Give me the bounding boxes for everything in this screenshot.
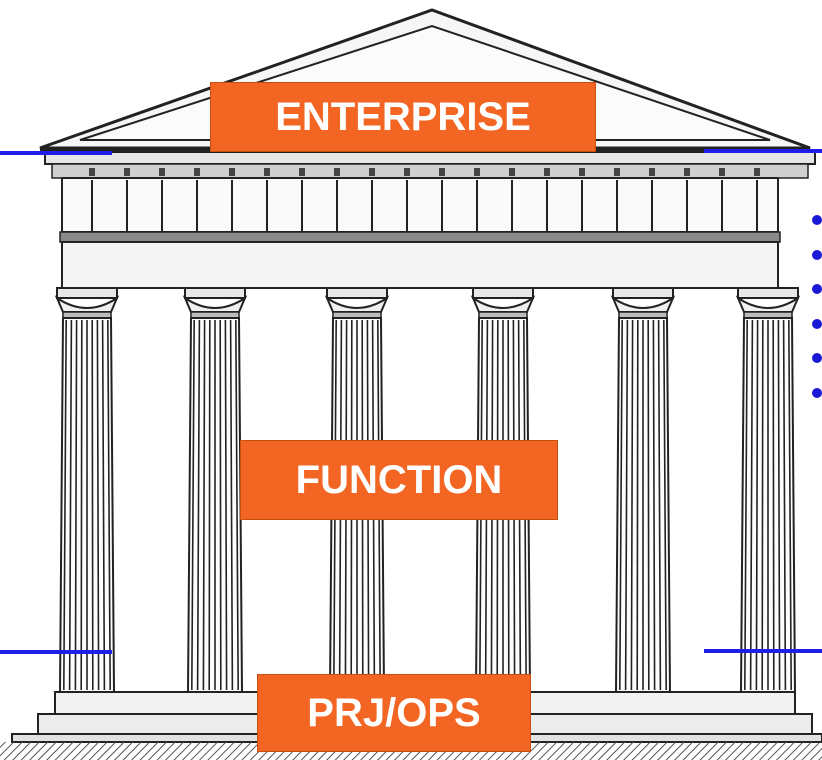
bullet-dot xyxy=(812,387,822,398)
prj-ops-label: PRJ/OPS xyxy=(257,674,531,752)
column xyxy=(182,287,248,693)
bullet-dot xyxy=(812,215,822,225)
level-dividers xyxy=(0,149,822,654)
bullet-dot xyxy=(812,318,822,329)
bullet-dot xyxy=(812,249,822,260)
column xyxy=(54,287,120,693)
entablature xyxy=(44,151,816,289)
column xyxy=(610,287,676,693)
bullet-dot xyxy=(812,353,822,363)
bullet-list xyxy=(812,215,822,422)
function-label: FUNCTION xyxy=(240,440,558,520)
bullet-dot xyxy=(812,284,822,294)
column xyxy=(735,287,801,693)
enterprise-label: ENTERPRISE xyxy=(210,82,596,152)
